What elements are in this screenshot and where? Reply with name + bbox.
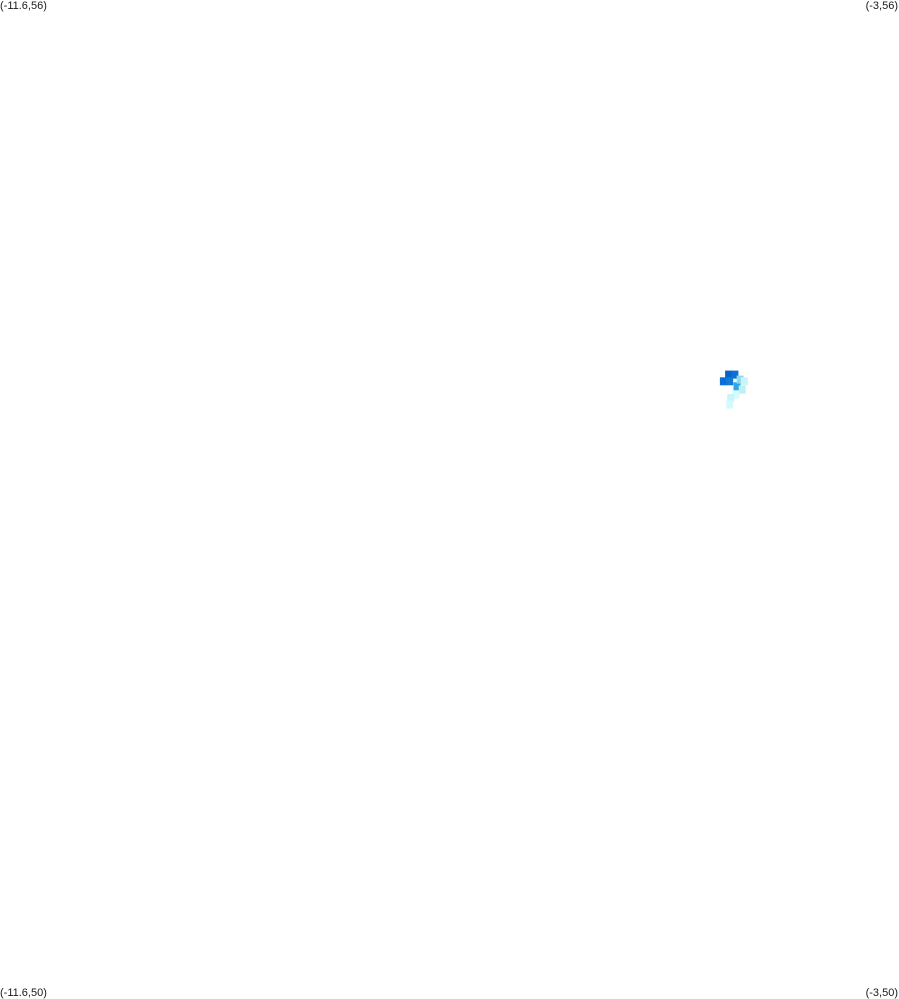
data-cell-7 bbox=[738, 385, 746, 394]
data-cell-8 bbox=[732, 390, 740, 399]
data-cell-3 bbox=[726, 377, 734, 386]
data-cell-0 bbox=[725, 370, 733, 379]
data-cell-2 bbox=[719, 377, 727, 386]
data-cell-1 bbox=[731, 370, 739, 379]
corner-label-top-left: (-11.6,56) bbox=[0, 0, 47, 12]
corner-label-bottom-right: (-3,50) bbox=[865, 987, 898, 999]
data-cell-10 bbox=[726, 400, 734, 409]
data-cells-layer bbox=[719, 370, 748, 409]
data-cell-5 bbox=[736, 375, 744, 384]
corner-label-top-right: (-3,56) bbox=[865, 0, 898, 12]
data-cell-6 bbox=[740, 377, 748, 386]
corner-label-bottom-left: (-11.6,50) bbox=[0, 987, 47, 999]
data-cell-9 bbox=[727, 393, 735, 402]
data-cell-4 bbox=[733, 382, 741, 391]
